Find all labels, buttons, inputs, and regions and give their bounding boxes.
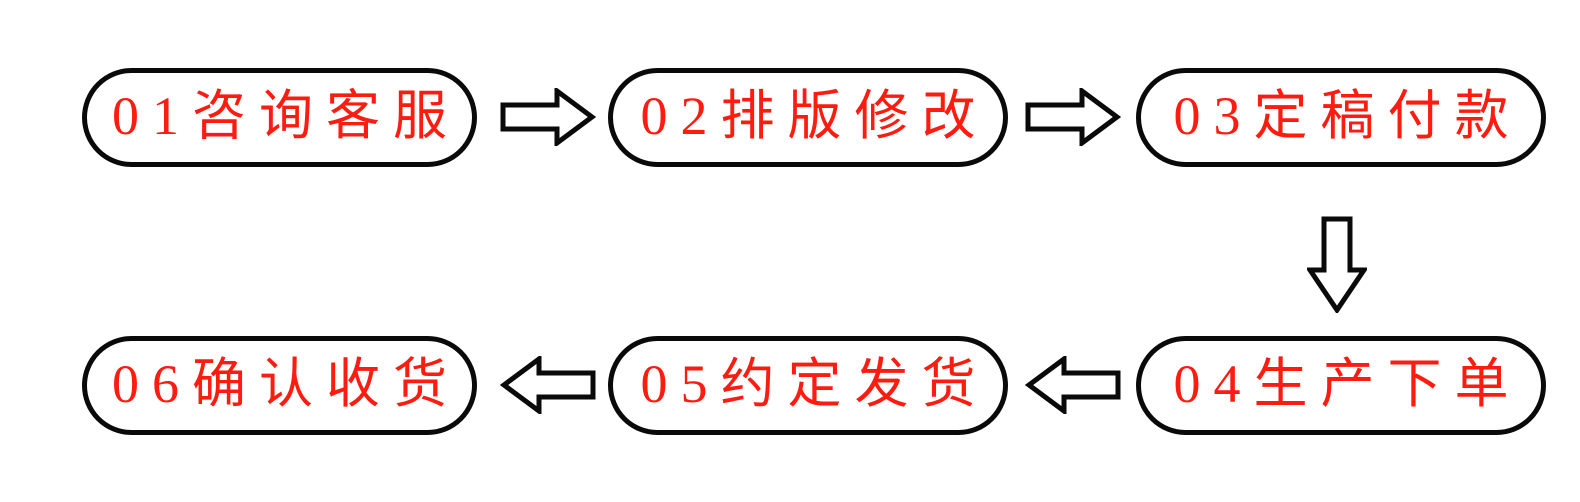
arrow-right-icon <box>1025 88 1121 146</box>
arrow-down-icon <box>1307 216 1367 313</box>
step-pill-05: 05约定发货 <box>608 336 1008 435</box>
step-label-01: 01咨询客服 <box>112 85 460 146</box>
step-pill-01: 01咨询客服 <box>82 68 477 167</box>
step-label-05: 05约定发货 <box>640 353 989 414</box>
arrow-left-icon <box>500 356 596 414</box>
step-label-02: 02排版修改 <box>640 85 989 146</box>
arrow-left-icon <box>1025 356 1121 414</box>
step-pill-06: 06确认收货 <box>82 336 477 435</box>
step-pill-03: 03定稿付款 <box>1136 68 1546 167</box>
step-label-03: 03定稿付款 <box>1173 85 1522 146</box>
step-pill-02: 02排版修改 <box>608 68 1008 167</box>
step-label-04: 04生产下单 <box>1173 353 1522 414</box>
arrow-right-icon <box>500 88 596 146</box>
step-label-06: 06确认收货 <box>112 353 460 414</box>
step-pill-04: 04生产下单 <box>1136 336 1546 435</box>
